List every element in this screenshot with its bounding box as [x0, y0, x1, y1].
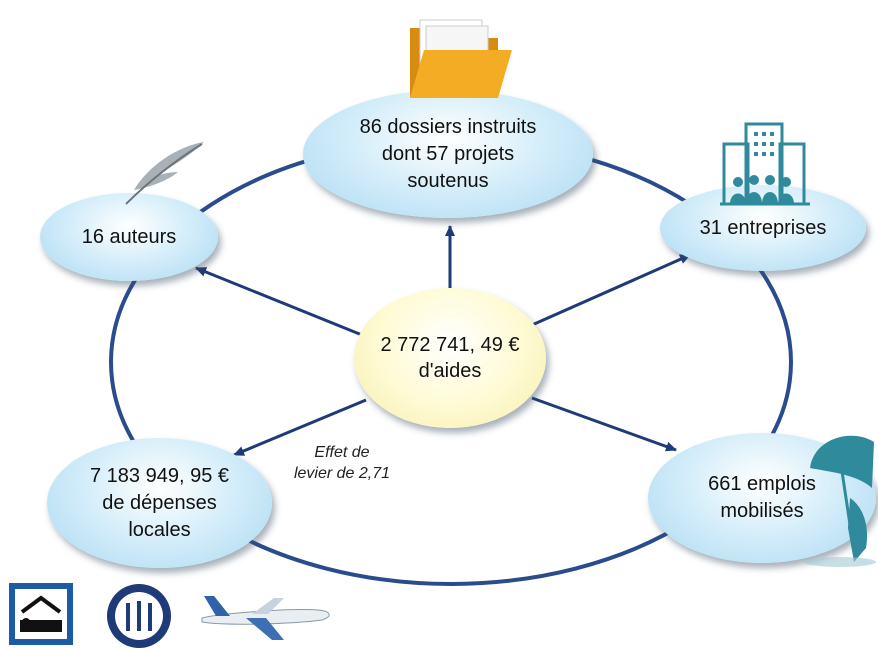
node-emplois-text: 661 emplois mobilisés — [708, 473, 816, 522]
node-dossiers-text: 86 dossiers instruits dont 57 projets so… — [359, 115, 537, 192]
arrow-to-right — [531, 253, 691, 327]
leverage-note: Effet de levier de 2,71 — [282, 442, 402, 484]
feather-icon — [125, 142, 204, 205]
center-amount: 2 772 741, 49 € — [380, 334, 520, 356]
arrow-to-left — [195, 266, 363, 337]
leverage-note-text: Effet de levier de 2,71 — [293, 444, 391, 482]
node-auteurs-text: 16 auteurs — [81, 225, 177, 248]
node-auteurs: 16 auteurs — [40, 193, 218, 281]
buildings-icon — [720, 122, 810, 206]
hotel-bed-icon — [9, 583, 73, 645]
center-label: d'aides — [418, 360, 482, 382]
umbrella-icon — [804, 435, 876, 567]
airplane-icon — [201, 596, 330, 640]
node-dossiers: 86 dossiers instruits dont 57 projets so… — [303, 90, 593, 218]
arrow-to-bottom-right — [531, 396, 677, 452]
folder-icon — [410, 19, 512, 98]
restaurant-icon — [107, 584, 171, 648]
arrow-to-bottom-left — [233, 398, 367, 457]
node-depenses-locales: 7 183 949, 95 € de dépenses locales — [47, 438, 272, 568]
node-depenses-text: 7 183 949, 95 € de dépenses locales — [89, 464, 229, 541]
node-aides-center: 2 772 741, 49 € d'aides — [354, 288, 546, 428]
node-entreprises-text: 31 entreprises — [699, 216, 827, 239]
